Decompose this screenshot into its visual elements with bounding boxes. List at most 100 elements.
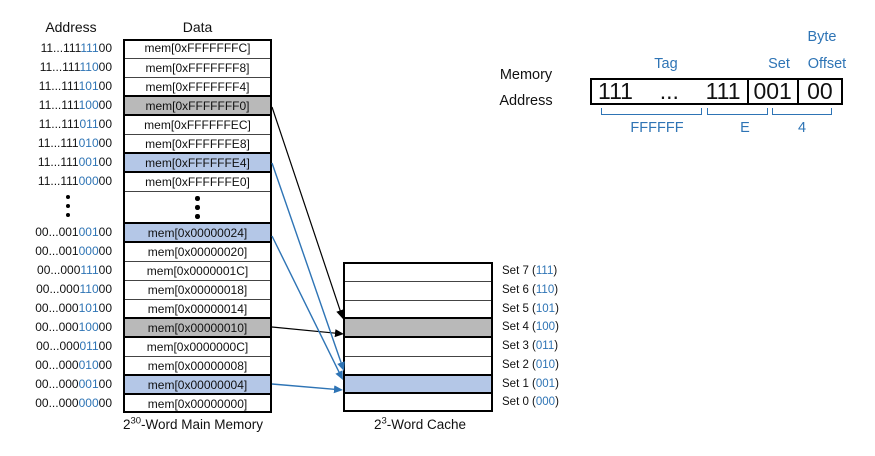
memory-cell-value: mem[0xFFFFFFE0]: [145, 175, 250, 189]
memory-cell-value: mem[0x0000001C]: [146, 264, 249, 278]
memory-cell: mem[0xFFFFFFF8]: [123, 58, 272, 77]
address-offset-bits: 00: [98, 244, 112, 258]
memory-cell-value: mem[0xFFFFFFF8]: [145, 61, 250, 75]
address-set-bits: 000: [78, 396, 99, 410]
address-set-bits: 101: [78, 79, 99, 93]
memory-row-address: 00...00100100: [10, 223, 112, 242]
address-set-bits: 101: [78, 301, 99, 315]
cache-set-label: Set 0 (000): [502, 393, 559, 412]
memory-address-label-line2: Address: [499, 93, 553, 109]
memory-cell-value: mem[0x0000000C]: [146, 340, 249, 354]
data-ellipsis: [123, 192, 272, 223]
cache-set-row: [343, 262, 493, 281]
address-set-bits: 111: [80, 263, 99, 277]
address-column-header: Address: [45, 19, 97, 35]
cache-set-row: [343, 299, 493, 319]
address-set-bits: 001: [78, 225, 99, 239]
address-tag-bits: 11...111: [38, 98, 79, 112]
caption-exponent: 30: [130, 415, 142, 427]
memory-cell-value: mem[0xFFFFFFE4]: [145, 156, 250, 170]
memory-cell: mem[0x00000014]: [123, 299, 272, 318]
data-column-header: Data: [182, 19, 213, 35]
memory-row-address: 00...00001000: [10, 356, 112, 375]
cache-caption: 23-Word Cache: [345, 416, 495, 432]
memory-address-label: Memory Address: [486, 62, 566, 114]
map-ffffffe4-to-set1: [271, 162, 345, 372]
address-set-bits: 000: [78, 244, 99, 258]
set-label-bits: 011: [535, 340, 555, 352]
memory-cell-value: mem[0xFFFFFFF0]: [145, 99, 250, 113]
tag-hex-value: FFFFFF: [630, 120, 684, 136]
memory-row-address: 11...11101100: [10, 115, 112, 134]
set-label-name: Set 5 (: [502, 302, 536, 315]
cache-set-row: [343, 337, 493, 356]
memory-row-address: 00...00010000: [10, 318, 112, 337]
memory-row-address: 00...00011000: [10, 280, 112, 299]
memory-cell: mem[0xFFFFFFEC]: [123, 115, 272, 134]
address-tag-bits: 00...000: [35, 320, 79, 334]
address-offset-bits: 00: [98, 136, 112, 150]
address-tag-bits: 11...111: [37, 174, 79, 188]
address-offset-bits: 00: [98, 79, 112, 93]
memory-row-address: 11...11110100: [10, 77, 112, 96]
cache-set-label: Set 3 (011): [502, 337, 558, 356]
memory-cell-value: mem[0x00000014]: [147, 302, 248, 316]
cache-set-label: Set 1 (001): [502, 375, 559, 394]
address-offset-bits: 00: [98, 339, 112, 353]
cache-set-row: [343, 280, 493, 300]
address-offset-bits: 00: [98, 358, 112, 372]
memory-row-address: 11...11100100: [10, 153, 112, 172]
address-tag-bits: 00...000: [37, 263, 81, 277]
tag-bits-right: 111: [705, 78, 741, 104]
set-label-paren: ): [555, 377, 559, 390]
map-00000004-to-set1: [271, 383, 343, 394]
set-label-name: Set 0 (: [502, 396, 536, 409]
address-offset-bits: 00: [98, 320, 112, 334]
address-set-bits: 110: [79, 60, 99, 74]
address-set-bits: 000: [78, 174, 99, 188]
memory-cell: mem[0x00000010]: [123, 317, 272, 338]
address-offset-bits: 00: [98, 41, 112, 55]
set-label-name: Set 1 (: [502, 377, 536, 390]
memory-cell: mem[0x0000000C]: [123, 337, 272, 356]
set-label-paren: ): [555, 358, 559, 371]
set-label-bits: 101: [535, 302, 556, 315]
memory-row-address: 00...00000000: [10, 394, 112, 413]
ellipsis-dot: [195, 214, 200, 219]
memory-cell: mem[0xFFFFFFE8]: [123, 134, 272, 153]
cache-set-label: Set 2 (010): [502, 356, 559, 375]
address-tag-bits: 00...000: [36, 282, 80, 296]
set-label-bits: 010: [535, 358, 556, 371]
address-tag-bits: 00...001: [35, 244, 79, 258]
address-offset-bits: 00: [98, 396, 112, 410]
memory-cell-value: mem[0x00000010]: [147, 321, 248, 335]
address-offset-bits: 00: [98, 155, 112, 169]
caption-suffix: -Word Cache: [386, 417, 467, 432]
cache-set-label: Set 4 (100): [502, 318, 559, 337]
tag-bits-left: 111: [598, 78, 633, 104]
memory-cell-value: mem[0x00000000]: [147, 397, 248, 411]
tag-field: 111 ... 111: [592, 78, 747, 104]
main-memory-box: mem[0xFFFFFFFC]mem[0xFFFFFFF8]mem[0xFFFF…: [123, 39, 272, 413]
cache-box: [343, 262, 493, 412]
main-memory-caption: 230-Word Main Memory: [103, 415, 283, 432]
memory-cell: mem[0xFFFFFFE0]: [123, 172, 272, 191]
address-tag-bits: 00...000: [35, 396, 79, 410]
set-hex-bracket: [707, 108, 768, 115]
set-label-bits: 110: [535, 283, 555, 296]
set-label-name: Set 7 (: [502, 265, 536, 277]
ellipsis-dot: [195, 196, 200, 201]
tag-dots: ...: [659, 78, 679, 104]
address-tag-bits: 00...000: [35, 377, 79, 391]
address-offset-bits: 00: [98, 282, 112, 296]
set-label-paren: ): [553, 265, 558, 277]
set-label-paren: ): [554, 283, 559, 296]
set-hex-value: E: [740, 120, 750, 136]
memory-cell: mem[0x00000018]: [123, 280, 272, 299]
address-set-bits: 111: [80, 41, 99, 55]
tag-field-label: Tag: [654, 56, 678, 72]
memory-address-label-line1: Memory: [499, 67, 553, 83]
address-tag-bits: 11...111: [37, 136, 79, 150]
memory-address-box: 111 ... 111 001 00: [590, 78, 843, 105]
address-ellipsis: [48, 192, 88, 220]
